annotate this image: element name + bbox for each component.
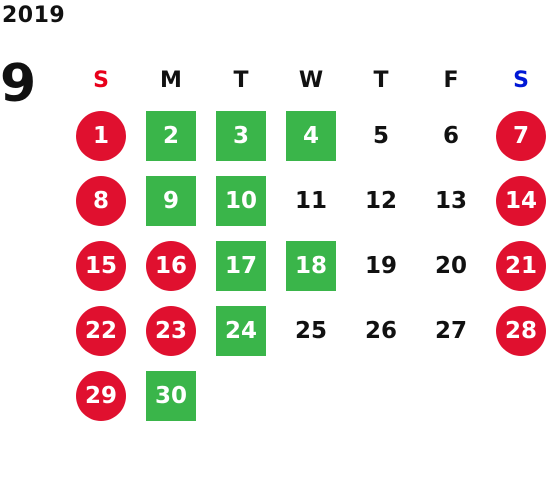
- day-cell: 2: [136, 103, 206, 168]
- day-number-29: 29: [76, 370, 126, 421]
- day-number-7: 7: [496, 110, 546, 161]
- day-cell: 15: [66, 233, 136, 298]
- day-cell: 27: [416, 298, 486, 363]
- day-cell: 6: [416, 103, 486, 168]
- weekday-header-0: S: [93, 68, 109, 93]
- day-cell: 8: [66, 168, 136, 233]
- day-number-6: 6: [442, 122, 459, 149]
- day-number-1: 1: [76, 110, 126, 161]
- month-number: 9: [0, 54, 37, 114]
- day-cell: 30: [136, 363, 206, 428]
- day-cell: 16: [136, 233, 206, 298]
- day-number-24: 24: [216, 305, 266, 356]
- day-cell: 28: [486, 298, 548, 363]
- day-cell: 13: [416, 168, 486, 233]
- day-cell: 18: [276, 233, 346, 298]
- day-cell: 29: [66, 363, 136, 428]
- weekday-header-1: M: [160, 68, 182, 93]
- day-number-11: 11: [294, 187, 327, 214]
- day-cell: 14: [486, 168, 548, 233]
- day-number-12: 12: [364, 187, 397, 214]
- day-cell: 19: [346, 233, 416, 298]
- day-number-15: 15: [76, 240, 126, 291]
- day-number-21: 21: [496, 240, 546, 291]
- day-cell: 9: [136, 168, 206, 233]
- day-cell: 26: [346, 298, 416, 363]
- day-number-27: 27: [434, 317, 467, 344]
- day-number-18: 18: [286, 240, 336, 291]
- weekday-header-5: F: [443, 68, 459, 93]
- day-number-25: 25: [294, 317, 327, 344]
- day-cell: 12: [346, 168, 416, 233]
- day-number-9: 9: [146, 175, 196, 226]
- day-cell: 10: [206, 168, 276, 233]
- day-number-26: 26: [364, 317, 397, 344]
- day-number-22: 22: [76, 305, 126, 356]
- day-number-28: 28: [496, 305, 546, 356]
- day-number-10: 10: [216, 175, 266, 226]
- day-cell: 21: [486, 233, 548, 298]
- day-cell: 4: [276, 103, 346, 168]
- day-number-19: 19: [364, 252, 397, 279]
- day-number-30: 30: [146, 370, 196, 421]
- day-number-14: 14: [496, 175, 546, 226]
- day-number-16: 16: [146, 240, 196, 291]
- day-cell: 5: [346, 103, 416, 168]
- weekday-header-4: T: [373, 68, 389, 93]
- day-cell: 22: [66, 298, 136, 363]
- day-cell: 25: [276, 298, 346, 363]
- weekday-header-2: T: [233, 68, 249, 93]
- weekday-header-3: W: [298, 68, 324, 93]
- day-number-17: 17: [216, 240, 266, 291]
- day-cell: 20: [416, 233, 486, 298]
- day-cell: 11: [276, 168, 346, 233]
- weekday-header-6: S: [513, 68, 529, 93]
- day-number-5: 5: [372, 122, 389, 149]
- day-number-8: 8: [76, 175, 126, 226]
- day-cell: 17: [206, 233, 276, 298]
- day-cell: 3: [206, 103, 276, 168]
- day-number-3: 3: [216, 110, 266, 161]
- day-cell: 23: [136, 298, 206, 363]
- day-number-20: 20: [434, 252, 467, 279]
- year-label: 2019: [2, 3, 66, 28]
- day-number-13: 13: [434, 187, 467, 214]
- day-number-4: 4: [286, 110, 336, 161]
- day-number-23: 23: [146, 305, 196, 356]
- day-cell: 24: [206, 298, 276, 363]
- day-cell: 1: [66, 103, 136, 168]
- day-cell: 7: [486, 103, 548, 168]
- day-number-2: 2: [146, 110, 196, 161]
